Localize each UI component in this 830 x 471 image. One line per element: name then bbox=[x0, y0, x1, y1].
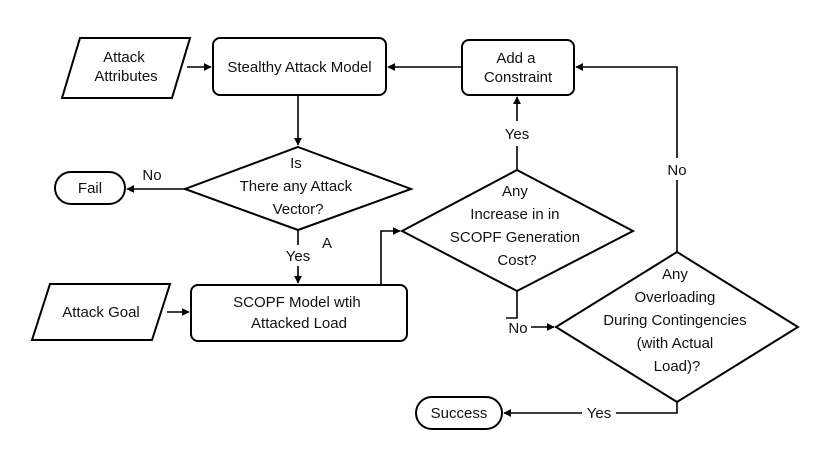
node-overloading-decision-text: Any Overloading During Contingencies (wi… bbox=[603, 266, 751, 375]
node-cost-decision-text: Any Increase in in SCOPF Generation Cost… bbox=[450, 183, 584, 269]
edge-scopf-to-cost-decision bbox=[380, 227, 401, 285]
node-scopf-model: SCOPF Model wtih Attacked Load bbox=[190, 284, 408, 342]
node-attack-attributes: Attack Attributes bbox=[60, 37, 192, 99]
node-attack-goal-text: Attack Goal bbox=[62, 304, 140, 321]
node-add-constraint: Add a Constraint bbox=[461, 39, 575, 96]
node-attack-attributes-text: Attack Attributes bbox=[94, 49, 157, 85]
edge-label-cost-yes: Yes bbox=[505, 126, 529, 143]
node-attack-vector-decision: Is There any Attack Vector? bbox=[182, 145, 414, 232]
edge-label-vector-no: No bbox=[142, 167, 161, 184]
edge-label-cost-no: No bbox=[508, 320, 527, 337]
edge-label-overloading-no: No bbox=[667, 162, 686, 179]
edge-overloading-no-to-constraint bbox=[576, 67, 678, 252]
edge-overloading-yes-to-success bbox=[504, 402, 678, 413]
edge-cost-no-to-overloading bbox=[506, 291, 554, 327]
node-fail: Fail bbox=[54, 171, 126, 205]
node-stealthy-attack-model-text: Stealthy Attack Model bbox=[227, 59, 371, 76]
node-success: Success bbox=[415, 396, 503, 430]
node-overloading-decision: Any Overloading During Contingencies (wi… bbox=[554, 250, 800, 404]
node-attack-vector-decision-text: Is There any Attack Vector? bbox=[240, 155, 357, 218]
node-stealthy-attack-model: Stealthy Attack Model bbox=[212, 37, 387, 96]
node-cost-decision: Any Increase in in SCOPF Generation Cost… bbox=[399, 168, 636, 293]
node-success-text: Success bbox=[431, 405, 488, 422]
node-fail-text: Fail bbox=[78, 180, 102, 197]
node-attack-goal: Attack Goal bbox=[30, 283, 172, 341]
node-scopf-model-text: SCOPF Model wtih Attacked Load bbox=[233, 294, 365, 332]
edge-label-vector-marker: A bbox=[322, 235, 332, 252]
node-add-constraint-text: Add a Constraint bbox=[484, 50, 553, 86]
edge-label-overloading-yes: Yes bbox=[587, 405, 611, 422]
edge-label-vector-yes: Yes bbox=[286, 248, 310, 265]
